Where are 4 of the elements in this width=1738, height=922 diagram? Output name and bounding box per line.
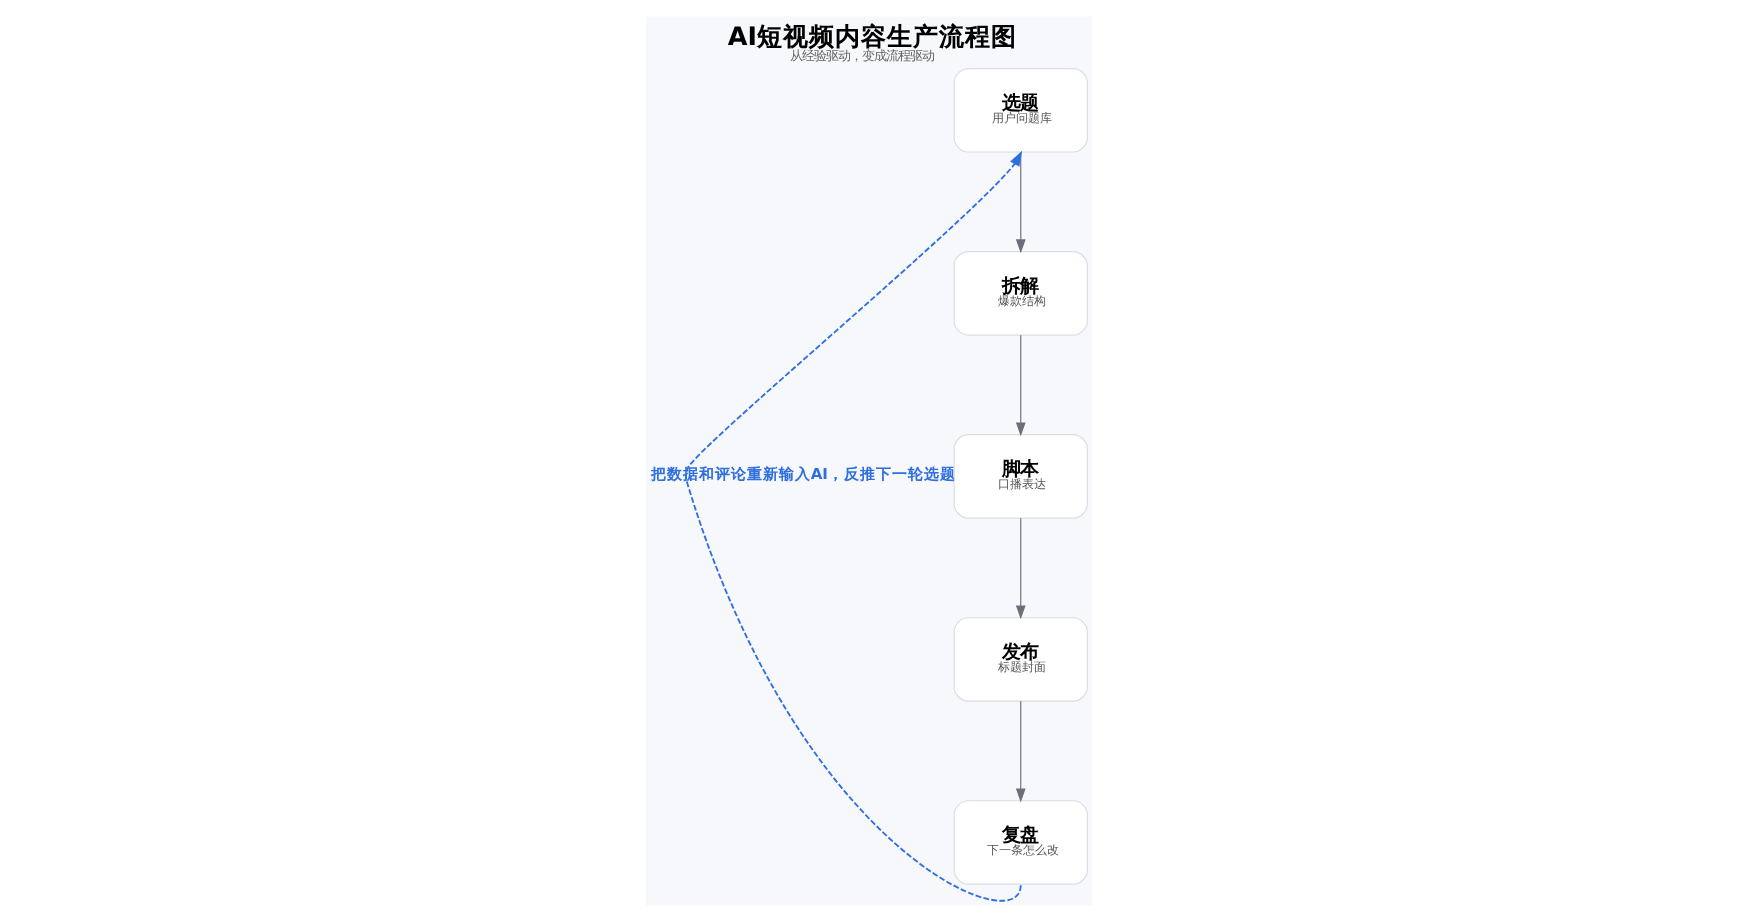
arrow (1015, 700, 1026, 803)
arrow (1015, 517, 1026, 620)
arrow (1015, 334, 1026, 437)
arrow (684, 150, 1023, 902)
